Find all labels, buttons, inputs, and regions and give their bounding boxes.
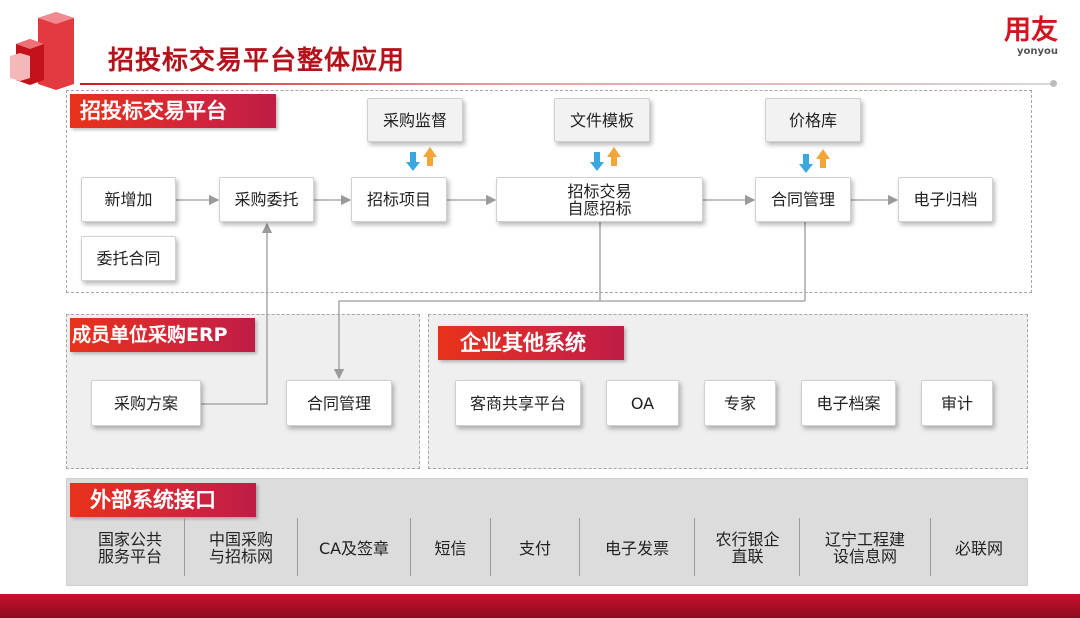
ext-item-payment[interactable]: 支付 <box>518 538 551 558</box>
platform-header: 招投标交易平台 <box>70 94 276 128</box>
purchase-plan-node[interactable]: 采购方案 <box>91 380 201 426</box>
platform-panel <box>66 90 1032 293</box>
ext-divider <box>579 518 580 576</box>
brand-name-en: yonyou <box>1016 46 1058 57</box>
ext-item-line2: 服务平台 <box>97 547 162 566</box>
ext-item-line1: 国家公共 <box>97 530 162 549</box>
ext-item-public-service[interactable]: 国家公共 服务平台 <box>78 524 182 572</box>
ext-divider <box>490 518 491 576</box>
ext-divider <box>799 518 800 576</box>
purchase-entrust-node[interactable]: 采购委托 <box>219 177 314 222</box>
bid-project-node[interactable]: 招标项目 <box>351 177 447 222</box>
ext-item-e-invoice[interactable]: 电子发票 <box>604 538 669 558</box>
new-add-node[interactable]: 新增加 <box>81 177 176 222</box>
ext-item-sms[interactable]: 短信 <box>434 538 467 558</box>
ext-item-line1: 辽宁工程建 <box>824 530 905 549</box>
bid-trade-node[interactable]: 招标交易 自愿招标 <box>496 177 703 222</box>
purchase-supervision-node[interactable]: 采购监督 <box>367 98 463 142</box>
title-divider <box>80 83 1052 85</box>
ext-item-china-bidding[interactable]: 中国采购 与招标网 <box>188 524 294 572</box>
bid-trade-line1: 招标交易 <box>567 181 632 201</box>
oa-node[interactable]: OA <box>606 380 679 426</box>
price-library-node[interactable]: 价格库 <box>765 98 861 142</box>
ext-item-liaoning-engineering[interactable]: 辽宁工程建 设信息网 <box>802 524 928 572</box>
sync-arrows-3 <box>799 149 830 173</box>
footer-band <box>0 594 1080 618</box>
sync-arrows-2 <box>590 147 621 171</box>
ext-item-line2: 与招标网 <box>208 547 273 566</box>
ext-item-line1: 中国采购 <box>208 530 273 549</box>
ext-divider <box>410 518 411 576</box>
page-title: 招投标交易平台整体应用 <box>108 46 406 76</box>
file-template-node[interactable]: 文件模板 <box>554 98 650 142</box>
e-archive-node[interactable]: 电子归档 <box>898 177 993 222</box>
ext-divider <box>930 518 931 576</box>
brand-name-cn: 用友 <box>1004 15 1058 46</box>
sync-arrows-1 <box>406 147 437 171</box>
external-header: 外部系统接口 <box>70 483 256 517</box>
title-divider-dot <box>1050 80 1057 87</box>
entrust-contract-node[interactable]: 委托合同 <box>81 236 176 281</box>
erp-contract-mgmt-node[interactable]: 合同管理 <box>286 380 392 426</box>
ext-item-line1: 农行银企 <box>715 530 780 549</box>
ext-item-line2: 设信息网 <box>832 547 897 566</box>
erp-header: 成员单位采购ERP <box>70 318 255 352</box>
ext-item-bidlink[interactable]: 必联网 <box>954 538 1003 558</box>
bid-trade-line2: 自愿招标 <box>567 198 632 218</box>
e-file-node[interactable]: 电子档案 <box>801 380 896 426</box>
expert-node[interactable]: 专家 <box>704 380 776 426</box>
ext-divider <box>184 518 185 576</box>
audit-node[interactable]: 审计 <box>921 380 993 426</box>
ext-divider <box>694 518 695 576</box>
brand-logo: 用友 yonyou <box>1004 16 1058 58</box>
merchant-share-node[interactable]: 客商共享平台 <box>455 380 581 426</box>
ext-divider <box>297 518 298 576</box>
other-systems-header: 企业其他系统 <box>438 326 624 360</box>
ext-item-abc-bank[interactable]: 农行银企 直联 <box>697 524 798 572</box>
ext-item-ca-signature[interactable]: CA及签章 <box>318 538 390 558</box>
ext-item-line2: 直联 <box>731 547 764 566</box>
decorative-blocks-logo <box>10 12 74 90</box>
contract-mgmt-node[interactable]: 合同管理 <box>755 177 851 222</box>
